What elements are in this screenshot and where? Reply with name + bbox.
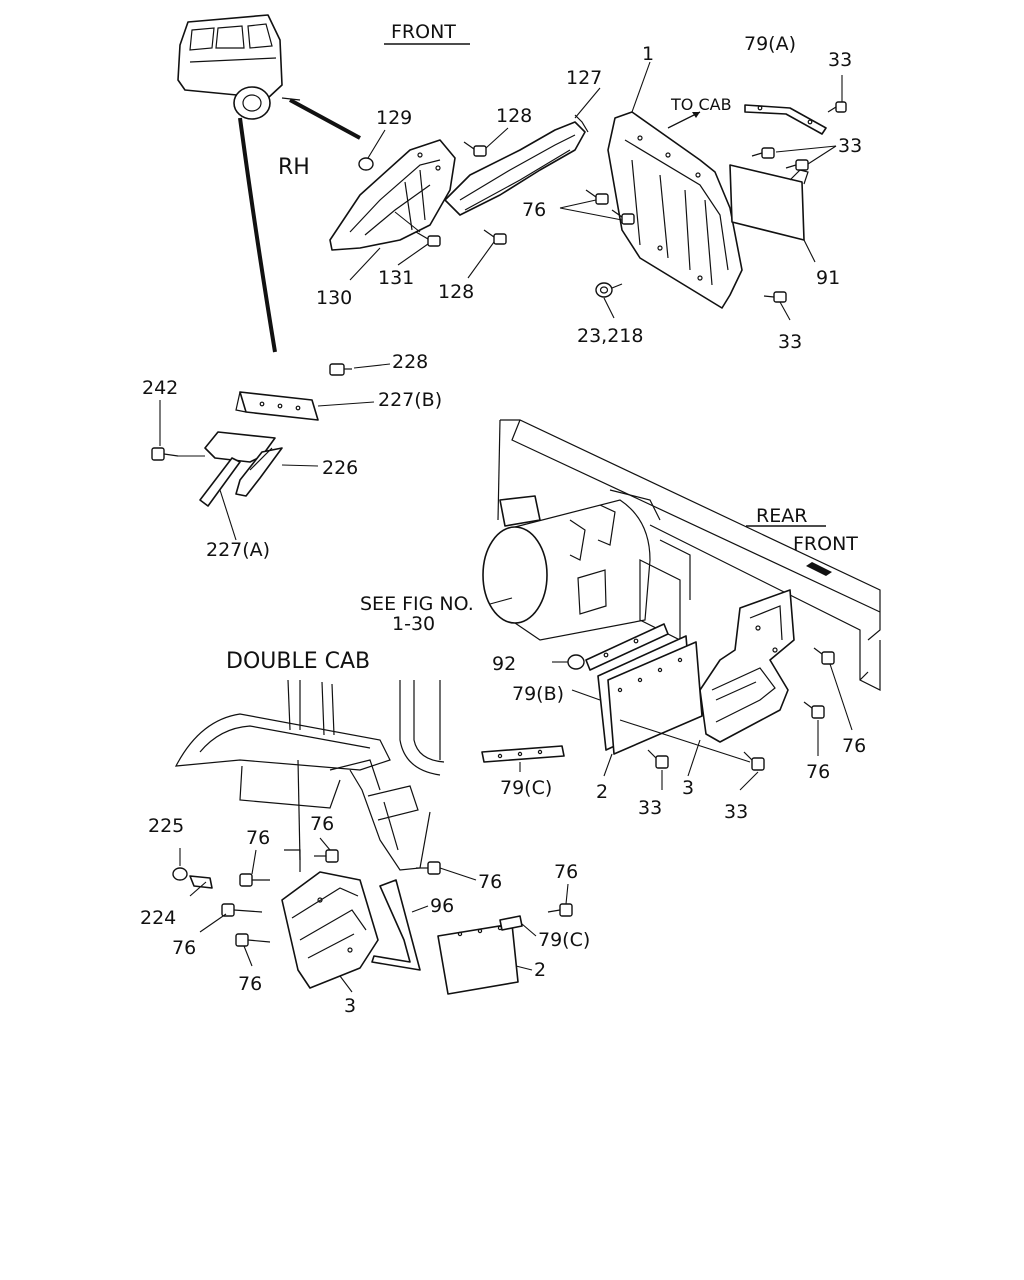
callout-76-rear-lower: 76 — [806, 761, 830, 783]
callout-76-cab-e: 76 — [478, 871, 502, 893]
callout-227b: 227(B) — [378, 389, 442, 411]
callout-79b: 79(B) — [512, 683, 564, 705]
splash-panel-3-rear — [699, 589, 795, 743]
bolts-cab — [172, 849, 573, 947]
leaders-cab — [179, 837, 569, 993]
bracket-226 — [204, 431, 319, 497]
see-fig-leader — [489, 597, 513, 605]
rh-note: RH — [278, 155, 310, 180]
bracket-227b — [235, 391, 375, 421]
clip-23-218 — [595, 282, 623, 298]
bracket-130 — [329, 139, 456, 251]
front-arrow — [806, 562, 832, 576]
front-note-right: FRONT — [793, 533, 858, 555]
callout-79c-cab: 79(C) — [538, 929, 590, 951]
fuel-tank — [482, 489, 661, 641]
panel-1 — [607, 111, 743, 309]
bolt-33-lower — [763, 291, 787, 303]
bolt-131 — [415, 231, 441, 247]
callout-76-cab-d: 76 — [238, 973, 262, 995]
callout-76-upper: 76 — [522, 199, 546, 221]
mud-flap-91 — [729, 164, 809, 241]
nut-129 — [358, 157, 374, 171]
to-cab-note: TO CAB — [670, 95, 732, 114]
bracket-79b — [585, 623, 669, 671]
brace-96 — [371, 879, 429, 971]
bracket-79a — [744, 104, 827, 135]
callout-128-lower: 128 — [438, 281, 474, 303]
splash-panel-3-cab — [281, 849, 379, 989]
callout-3-rear: 3 — [682, 777, 694, 799]
callout-131: 131 — [378, 267, 414, 289]
mud-flap-2-rear — [597, 635, 703, 755]
callout-96: 96 — [430, 895, 454, 917]
truck-thumbnail — [177, 14, 361, 353]
callout-92: 92 — [492, 653, 516, 675]
see-fig-note-line1: SEE FIG NO. — [360, 593, 474, 615]
double-cab-body — [174, 679, 445, 871]
leaders-rear — [519, 663, 853, 791]
callout-2-rear: 2 — [596, 781, 608, 803]
callout-76-rear-right: 76 — [842, 735, 866, 757]
callout-227a: 227(A) — [206, 539, 270, 561]
callout-242: 242 — [142, 377, 178, 399]
callout-3-cab: 3 — [344, 995, 356, 1017]
callout-2-cab: 2 — [534, 959, 546, 981]
callout-79c-rear: 79(C) — [500, 777, 552, 799]
callout-225: 225 — [148, 815, 184, 837]
bolts-rear — [647, 647, 835, 771]
callout-33-rear-left: 33 — [638, 797, 662, 819]
callout-129: 129 — [376, 107, 412, 129]
callout-33-rear-right: 33 — [724, 801, 748, 823]
callout-76-cab-c: 76 — [172, 937, 196, 959]
mud-flap-2-cab — [437, 923, 533, 995]
bracket-227a — [199, 457, 241, 541]
callout-76-cab-f: 76 — [554, 861, 578, 883]
to-cab-arrow — [667, 111, 701, 129]
nut-92 — [552, 654, 585, 670]
callout-224: 224 — [140, 907, 176, 929]
front-note-top: FRONT — [391, 21, 456, 43]
bolt-33-upper — [751, 101, 847, 171]
double-cab-note: DOUBLE CAB — [226, 649, 370, 674]
callout-76-cab-b: 76 — [310, 813, 334, 835]
bolt-128-upper — [463, 141, 487, 157]
bolt-128-lower — [483, 229, 507, 245]
leaders-upper — [349, 61, 843, 321]
bracket-79c-cab — [499, 915, 537, 937]
callout-23-218: 23,218 — [577, 325, 643, 347]
callout-33-right: 33 — [838, 135, 862, 157]
callout-226: 226 — [322, 457, 358, 479]
bolt-76-upper — [585, 189, 635, 225]
callout-33-top: 33 — [828, 49, 852, 71]
bolt-242 — [151, 400, 205, 461]
callout-1: 1 — [642, 43, 654, 65]
callout-91: 91 — [816, 267, 840, 289]
callout-79a: 79(A) — [744, 33, 796, 55]
callout-128-upper: 128 — [496, 105, 532, 127]
callout-76-cab-a: 76 — [246, 827, 270, 849]
bracket-127 — [444, 114, 589, 216]
bracket-79c-rear — [481, 745, 565, 763]
see-fig-note-line2: 1-30 — [392, 613, 435, 635]
bolt-228 — [329, 363, 391, 376]
callout-228: 228 — [392, 351, 428, 373]
rear-note: REAR — [756, 505, 807, 527]
callout-130: 130 — [316, 287, 352, 309]
callout-33-lower: 33 — [778, 331, 802, 353]
callout-127: 127 — [566, 67, 602, 89]
